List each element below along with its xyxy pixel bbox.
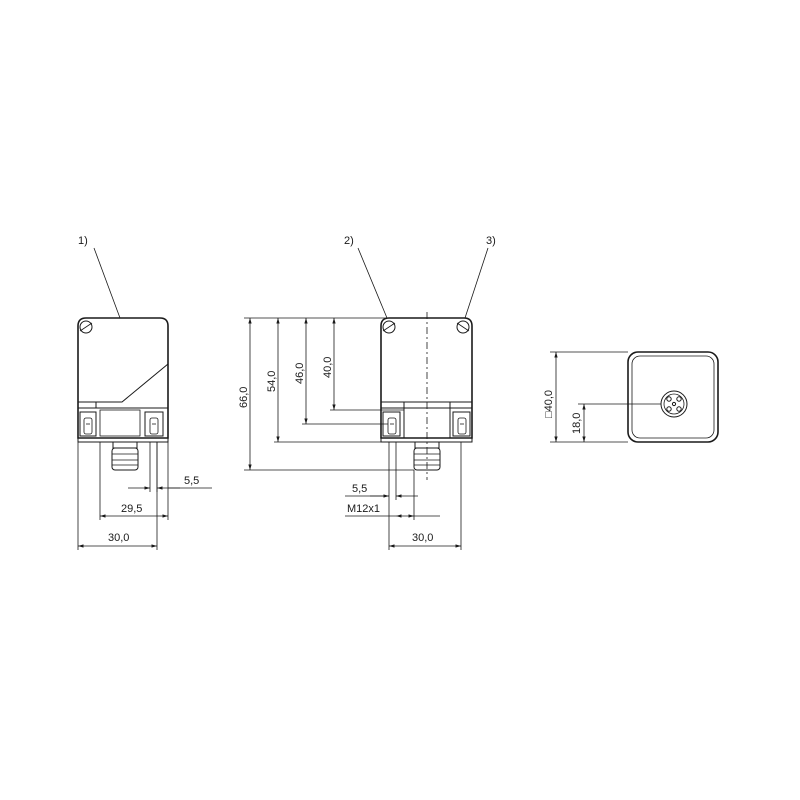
middle-view [244,247,489,550]
dim-left-29-5: 29,5 [121,503,142,515]
mid-m12-connector [413,441,441,471]
dim-left-30-0: 30,0 [108,532,129,544]
callout-3-label: 3) [486,235,496,247]
dim-mid-5-5: 5,5 [352,483,367,495]
mid-corner-hole-left [382,320,396,334]
mid-corner-hole-right [456,320,470,334]
dim-mid-46-0: 46,0 [294,363,306,384]
callout-2-label: 2) [344,235,354,247]
callout-3-leader [464,247,489,319]
dim-mid-54-0: 54,0 [266,371,278,392]
left-corner-hole [79,320,93,334]
dim-mid-m12x1: M12x1 [347,503,380,515]
dim-mid-30-0: 30,0 [412,532,433,544]
dim-mid-40-0: 40,0 [322,357,334,378]
left-bevel-line [95,363,169,408]
dim-mid-66-0: 66,0 [238,387,250,408]
dim-right-18-0: 18,0 [571,413,583,434]
right-view [550,351,719,443]
left-view [77,247,212,550]
left-m12-connector [111,441,139,471]
dim-left-5-5: 5,5 [184,475,199,487]
callout-1-label: 1) [78,235,88,247]
callout-1-leader [93,247,121,319]
right-square-face [627,351,719,443]
right-connector-face [660,390,688,418]
callout-2-leader [357,247,388,319]
left-body-outline [77,317,169,439]
dim-right-square-40: □40,0 [543,390,555,418]
